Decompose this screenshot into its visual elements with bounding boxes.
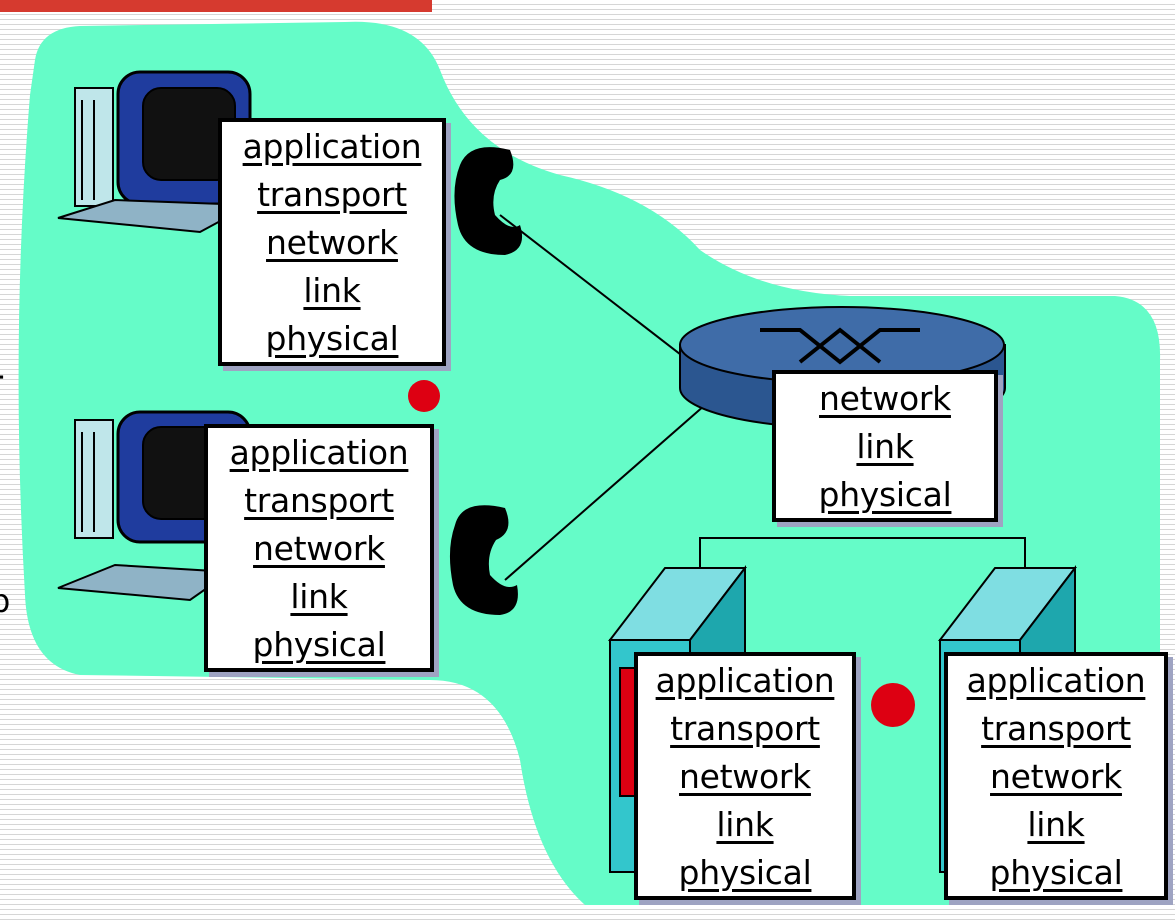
layer-network: network [266,222,398,262]
protocol-stack-bottom-host: application transport network link physi… [204,424,434,672]
side-text-fragment: ï [0,370,3,408]
layer-network: network [990,756,1122,796]
telephone-icon [449,505,518,615]
layer-link: link [1027,804,1085,844]
layer-network: network [819,378,951,418]
layer-application: application [229,432,409,472]
desktop-computer-icon [57,70,254,234]
layer-transport: transport [981,708,1131,748]
layer-transport: transport [257,174,407,214]
protocol-stack-right-server: application transport network link physi… [944,652,1168,900]
link-bottom-host-router [504,404,706,581]
layer-physical: physical [678,852,812,892]
layer-network: network [679,756,811,796]
protocol-stack-left-server: application transport network link physi… [634,652,856,900]
layer-link: link [716,804,774,844]
protocol-stack-router: network link physical [772,370,998,522]
layer-application: application [242,126,422,166]
layer-application: application [655,660,835,700]
layer-network: network [253,528,385,568]
protocol-stack-top-host: application transport network link physi… [218,118,446,366]
layer-link: link [856,426,914,466]
layer-link: link [303,270,361,310]
title-bar [0,0,432,12]
link-router-servers [699,537,1026,580]
layer-transport: transport [670,708,820,748]
side-text-fragment: b [0,582,11,620]
layer-transport: transport [244,480,394,520]
layer-physical: physical [989,852,1123,892]
layer-application: application [966,660,1146,700]
layer-physical: physical [252,624,386,664]
bullet-icon [871,683,915,727]
layer-link: link [290,576,348,616]
layer-physical: physical [818,474,952,514]
bullet-icon [408,380,440,412]
telephone-icon [454,147,523,255]
layer-physical: physical [265,318,399,358]
